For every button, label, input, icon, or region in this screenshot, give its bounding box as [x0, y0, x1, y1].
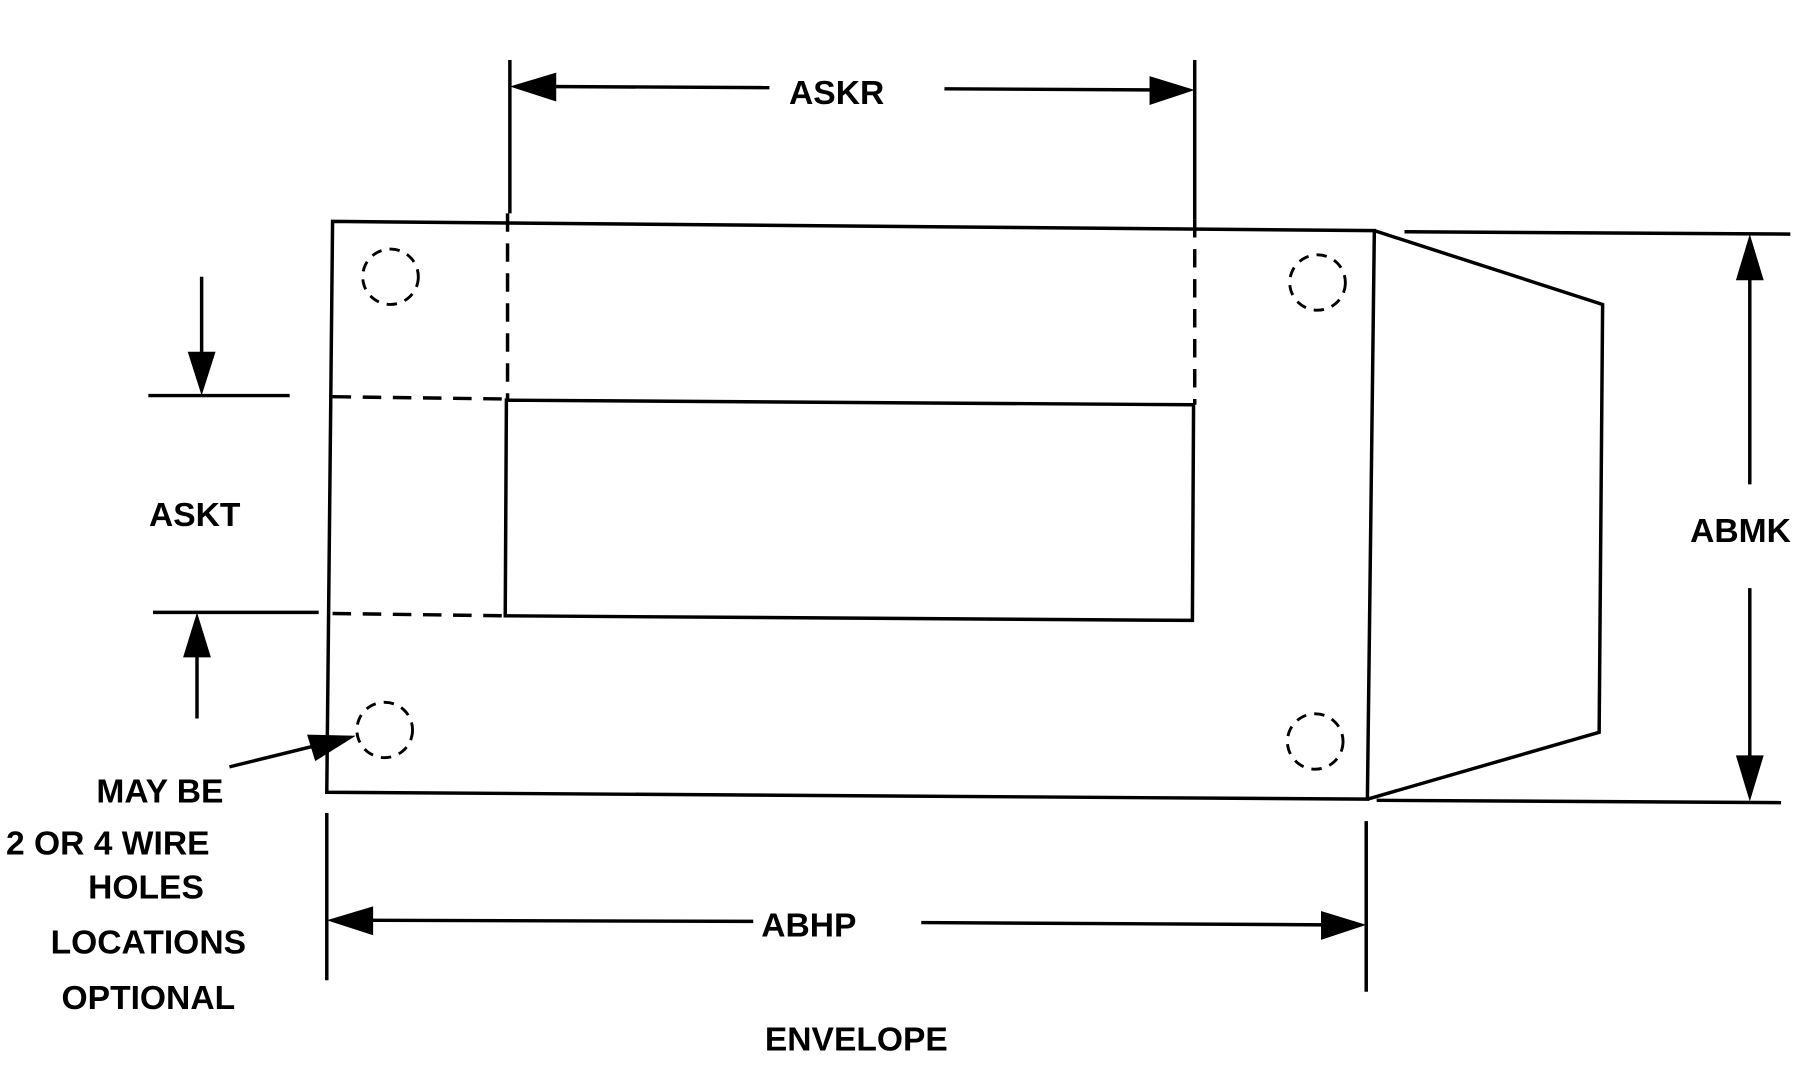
abhp-dimension	[325, 813, 1368, 992]
abmk-label: ABMK	[1690, 513, 1791, 550]
arrowhead-icon	[1735, 234, 1764, 281]
arrowhead-icon	[1735, 755, 1764, 802]
wire-hole	[1285, 712, 1345, 771]
wire-hole	[361, 247, 420, 306]
hidden-line	[332, 394, 507, 401]
arrowhead-icon	[509, 72, 557, 102]
askt-label: ASKT	[149, 497, 241, 534]
note-line: LOCATIONS	[51, 925, 246, 962]
diagram-caption: ENVELOPE	[765, 1022, 948, 1059]
hole-leader	[229, 734, 356, 769]
wire-hole	[355, 700, 414, 760]
envelope-side-face	[1366, 228, 1605, 801]
envelope-front-face	[325, 219, 1377, 801]
note-line: OPTIONAL	[62, 980, 236, 1017]
arrowhead-icon	[1321, 911, 1367, 940]
arrowhead-icon	[1149, 76, 1195, 105]
note-line: HOLES	[88, 869, 204, 906]
hidden-line	[332, 611, 506, 618]
askr-dimension	[508, 59, 1197, 220]
note-line: MAY BE	[96, 774, 223, 811]
abhp-label: ABHP	[761, 907, 856, 944]
note-line: 2 OR 4 WIRE	[6, 826, 209, 863]
askt-dimension	[148, 276, 319, 719]
arrowhead-icon	[326, 906, 374, 936]
window-opening	[503, 398, 1196, 623]
arrowhead-icon	[307, 734, 356, 762]
arrowhead-icon	[183, 612, 211, 658]
askr-label: ASKR	[789, 75, 884, 112]
arrowhead-icon	[187, 351, 216, 396]
wire-hole	[1288, 253, 1347, 312]
abmk-dimension	[1376, 230, 1791, 805]
